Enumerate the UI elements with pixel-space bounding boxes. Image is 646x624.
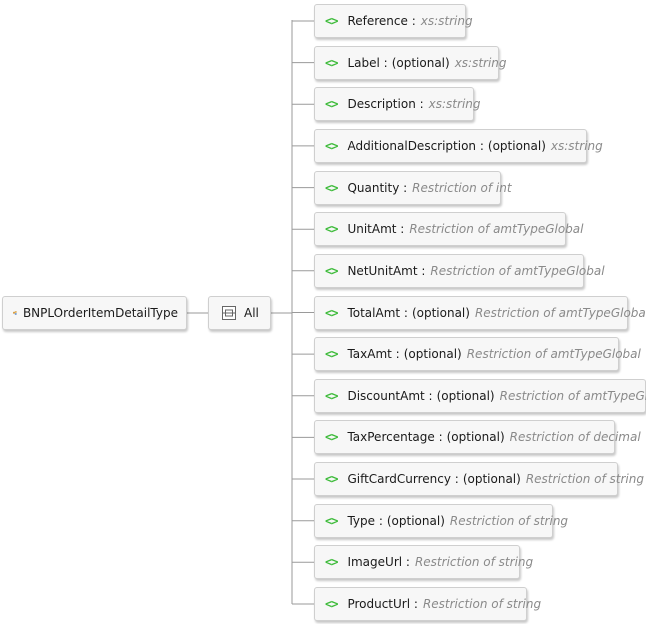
- all-compositor-label: All: [244, 306, 259, 320]
- root-type-label: BNPLOrderItemDetailType: [22, 306, 178, 320]
- element-node[interactable]: <> UnitAmt : Restriction of amtTypeGlobal: [314, 212, 583, 247]
- element-icon: <>: [325, 14, 338, 28]
- element-optional-flag: (optional): [436, 388, 495, 403]
- element-type: xs:string: [428, 97, 481, 112]
- branch-lines: [292, 20, 314, 605]
- element-name: DiscountAmt :: [347, 388, 433, 403]
- element-type: Restriction of decimal: [509, 430, 641, 445]
- element-icon: <>: [325, 180, 338, 195]
- element-optional-flag: (optional): [403, 347, 462, 362]
- element-optional-flag: (optional): [487, 138, 546, 153]
- element-type: xs:string: [550, 138, 603, 153]
- element-type: Restriction of amtTypeGlobal: [430, 263, 605, 278]
- element-icon: <>: [325, 597, 338, 611]
- element-type: Restriction of string: [449, 513, 569, 528]
- element-node[interactable]: <> TaxPercentage :(optional) Restriction o…: [314, 420, 641, 455]
- element-name: Label :: [347, 55, 388, 70]
- element-node[interactable]: <> Label :(optional) xs:string: [314, 45, 507, 80]
- all-compositor-icon: [222, 306, 236, 320]
- element-name: Type :: [347, 513, 383, 528]
- all-compositor-node[interactable]: All: [208, 296, 271, 330]
- element-node[interactable]: <> TaxAmt :(optional) Restriction of amtTy…: [314, 337, 641, 372]
- element-name: TaxPercentage :: [347, 430, 443, 445]
- element-node[interactable]: <> TotalAmt :(optional) Restriction of amt…: [314, 295, 646, 330]
- element-name: TaxAmt :: [347, 347, 400, 362]
- element-name: Quantity :: [347, 180, 408, 195]
- element-icon: <>: [325, 263, 338, 278]
- element-name: NetUnitAmt :: [347, 263, 426, 278]
- element-type: Restriction of amtTypeGlobal: [499, 388, 646, 403]
- root-type-node[interactable]: BNPLOrderItemDetailType: [2, 296, 187, 330]
- element-name: ImageUrl :: [347, 555, 410, 570]
- element-name: Description :: [347, 97, 424, 112]
- element-icon: <>: [325, 305, 338, 320]
- element-optional-flag: (optional): [462, 472, 521, 486]
- element-node[interactable]: <> NetUnitAmt : Restriction of amtTypeGlob…: [314, 253, 605, 288]
- element-name: AdditionalDescription :: [347, 138, 484, 153]
- element-icon: <>: [325, 513, 338, 528]
- element-node[interactable]: <> ImageUrl : Restriction of string: [314, 545, 533, 580]
- element-type: Restriction of string: [525, 472, 644, 486]
- complex-type-icon: [13, 311, 17, 315]
- element-icon: <>: [325, 222, 338, 237]
- element-node[interactable]: <> Description : xs:string: [314, 87, 481, 122]
- element-node[interactable]: <> Reference : xs:string: [314, 4, 473, 38]
- element-icon: <>: [325, 388, 338, 403]
- element-type: Restriction of string: [422, 597, 542, 611]
- element-name: TotalAmt :: [347, 305, 408, 320]
- element-name: Reference :: [347, 14, 416, 28]
- element-type: Restriction of amtTypeGlobal: [466, 347, 641, 362]
- element-icon: <>: [325, 97, 338, 112]
- element-name: UnitAmt :: [347, 222, 405, 237]
- element-type: xs:string: [454, 55, 507, 70]
- element-optional-flag: (optional): [391, 55, 450, 70]
- element-node[interactable]: <> ProductUrl : Restriction of string: [314, 587, 541, 621]
- element-optional-flag: (optional): [411, 305, 470, 320]
- element-type: Restriction of int: [412, 180, 512, 195]
- element-name: ProductUrl :: [347, 597, 418, 611]
- element-icon: <>: [325, 138, 338, 153]
- element-node[interactable]: <> AdditionalDescription :(optional) xs:st…: [314, 128, 603, 163]
- element-node[interactable]: <> GiftCardCurrency :(optional) Restrictio…: [314, 462, 644, 496]
- element-type: xs:string: [420, 14, 473, 28]
- element-optional-flag: (optional): [386, 513, 445, 528]
- element-icon: <>: [325, 430, 338, 445]
- element-type: Restriction of string: [414, 555, 534, 570]
- element-icon: <>: [325, 347, 338, 362]
- element-node[interactable]: <> DiscountAmt :(optional) Restriction of …: [314, 378, 646, 413]
- element-node[interactable]: <> Type :(optional) Restriction of string: [314, 503, 568, 538]
- element-icon: <>: [325, 555, 338, 570]
- element-optional-flag: (optional): [446, 430, 505, 445]
- element-name: GiftCardCurrency :: [347, 472, 459, 486]
- element-icon: <>: [325, 55, 338, 70]
- element-type: Restriction of amtTypeGlobal: [409, 222, 584, 237]
- element-icon: <>: [325, 472, 338, 486]
- element-type: Restriction of amtTypeGlobal: [474, 305, 646, 320]
- element-node[interactable]: <> Quantity : Restriction of int: [314, 170, 512, 205]
